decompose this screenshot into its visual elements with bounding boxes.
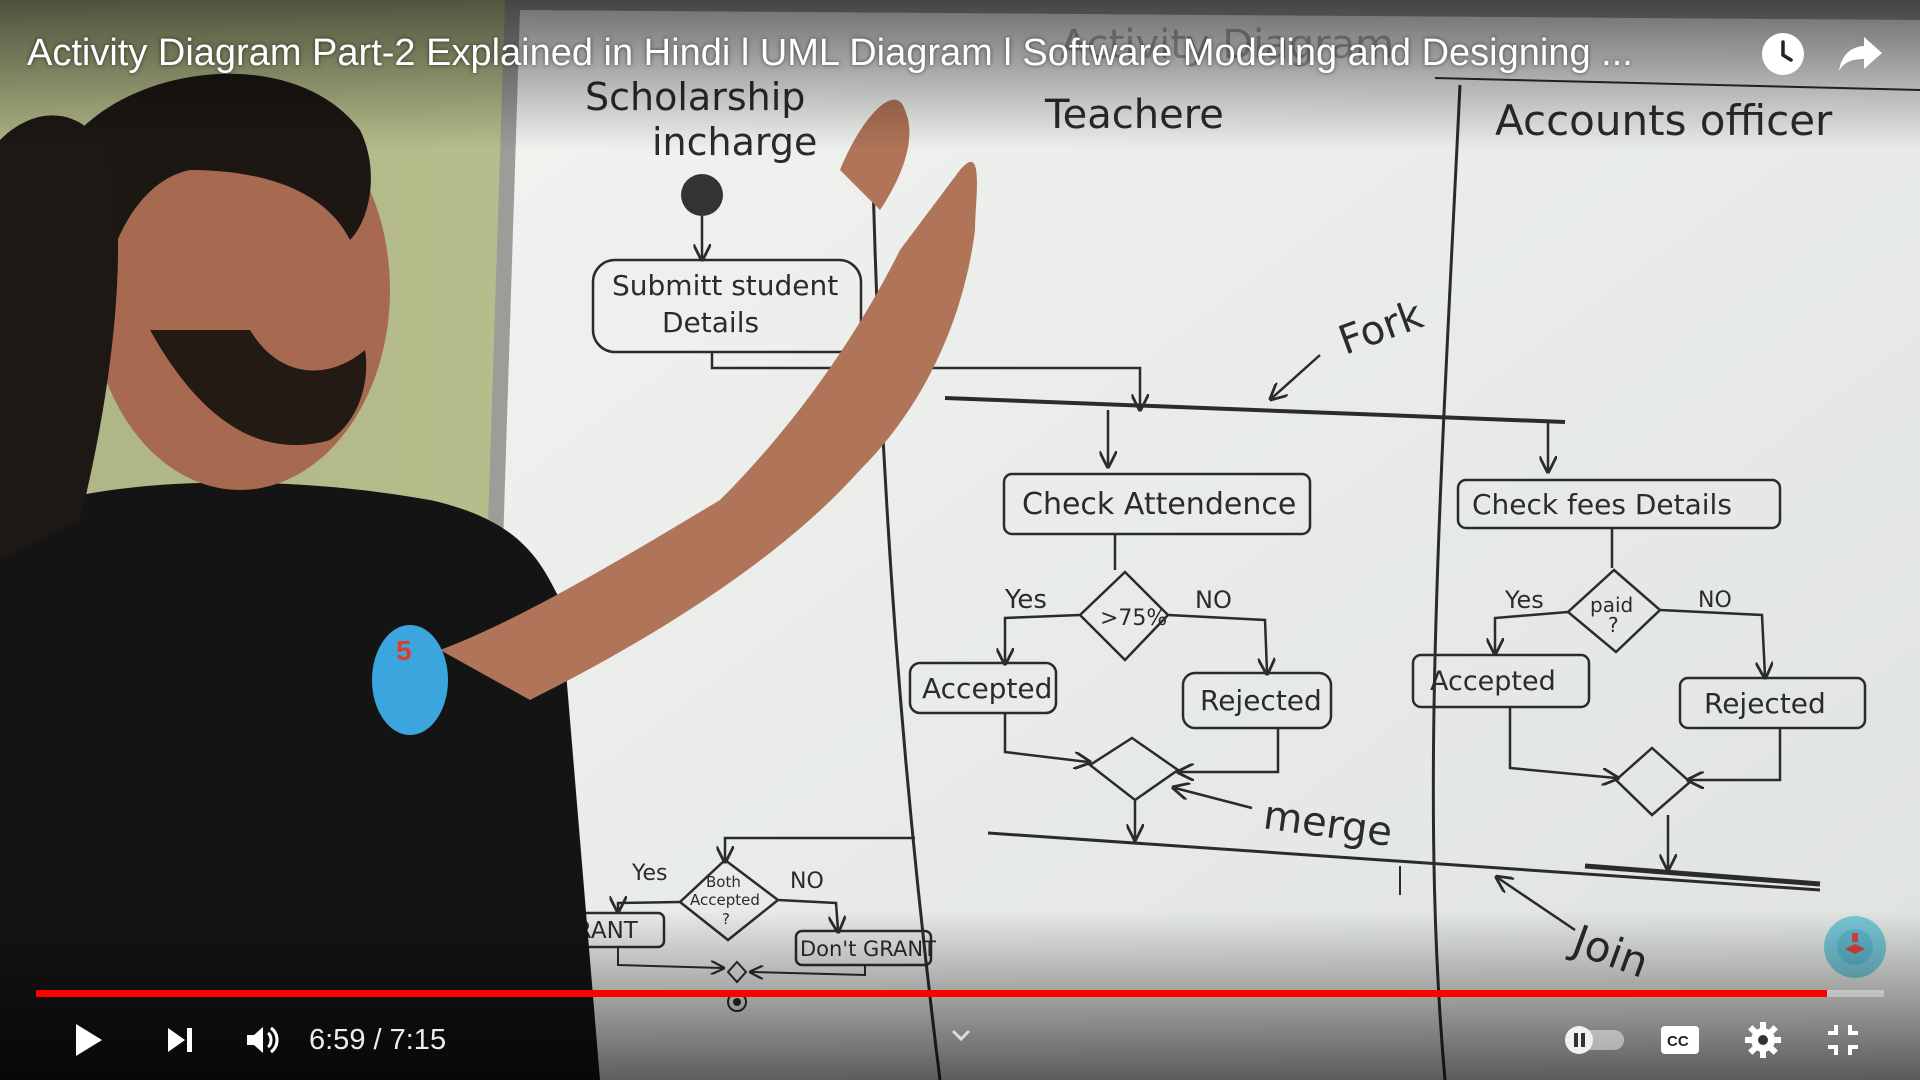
initial-node	[681, 174, 723, 216]
lane-label-scholarship: Scholarship	[585, 75, 805, 119]
svg-text:CC: CC	[1667, 1033, 1689, 1050]
exit-fullscreen-icon	[1828, 1025, 1858, 1055]
node-dont-grant-label: Don't GRANT	[800, 937, 936, 961]
node-check-attendance-label: Check Attendence	[1022, 487, 1296, 522]
lane-label-accounts: Accounts officer	[1495, 96, 1833, 145]
node-submit-label-2: Details	[662, 306, 759, 339]
duration: 7:15	[389, 1024, 447, 1056]
lane-label-scholarship-2: incharge	[652, 120, 817, 164]
node-accepted-teacher	[908, 661, 1058, 715]
play-button[interactable]	[60, 1012, 116, 1068]
video-title[interactable]: Activity Diagram Part-2 Explained in Hin…	[27, 32, 1633, 74]
decision-both-label-1: Both	[706, 873, 741, 891]
chevron-down-icon[interactable]	[946, 1020, 976, 1050]
clock-icon[interactable]	[1757, 28, 1809, 80]
decision-attendance-label: >75%	[1100, 606, 1167, 631]
node-submit-label-1: Submitt student	[612, 269, 838, 302]
node-rejected-teacher	[1181, 671, 1333, 730]
node-check-fees	[1456, 478, 1782, 530]
label-no-3: NO	[790, 869, 824, 894]
progress-played	[36, 990, 1827, 997]
volume-button[interactable]	[234, 1012, 290, 1068]
current-time: 6:59	[309, 1024, 366, 1056]
decision-both-label-2: Accepted	[690, 891, 760, 909]
progress-bar[interactable]	[36, 990, 1884, 997]
node-check-attendance	[1002, 472, 1312, 536]
label-yes-2: Yes	[1504, 586, 1544, 614]
shirt-badge-number: 5	[396, 635, 412, 666]
node-check-fees-label: Check fees Details	[1472, 488, 1732, 521]
captions-icon: CC	[1661, 1026, 1699, 1054]
label-yes-3: Yes	[631, 861, 668, 886]
fork-bar	[944, 396, 1566, 424]
autoplay-toggle[interactable]	[1560, 1012, 1630, 1068]
time-display: 6:59 / 7:15	[309, 1018, 446, 1062]
node-rejected-accounts	[1678, 676, 1867, 730]
node-accepted-teacher-label: Accepted	[922, 672, 1052, 705]
node-rejected-accounts-label: Rejected	[1704, 687, 1826, 720]
time-separator: /	[365, 1024, 390, 1056]
shirt-badge	[372, 625, 448, 735]
decision-attendance	[1078, 570, 1170, 662]
merge-node-accounts	[1614, 746, 1692, 817]
watermark-logo-icon	[1837, 929, 1873, 965]
next-icon	[168, 1028, 192, 1052]
captions-button[interactable]: CC	[1652, 1012, 1708, 1068]
decision-paid-label-1: paid	[1590, 593, 1633, 617]
decision-paid-label-2: ?	[1608, 613, 1619, 637]
node-rejected-teacher-label: Rejected	[1200, 684, 1322, 717]
settings-button[interactable]	[1735, 1012, 1791, 1068]
label-no-1: NO	[1195, 586, 1232, 614]
node-accepted-accounts-label: Accepted	[1430, 666, 1556, 697]
decision-paid	[1566, 568, 1662, 654]
decision-both-label-3: ?	[722, 910, 730, 928]
play-icon	[76, 1024, 102, 1056]
volume-icon	[247, 1026, 279, 1054]
fullscreen-button[interactable]	[1815, 1012, 1871, 1068]
gear-icon	[1745, 1022, 1781, 1058]
node-accepted-accounts	[1411, 653, 1591, 709]
node-submit-details	[591, 258, 863, 354]
share-icon[interactable]	[1835, 28, 1887, 80]
join-bar	[987, 831, 1821, 892]
lane-label-teacher: Teachere	[1044, 92, 1224, 138]
next-button[interactable]	[152, 1012, 208, 1068]
label-yes-1: Yes	[1004, 585, 1047, 615]
autoplay-toggle-icon	[1565, 1026, 1624, 1054]
channel-watermark[interactable]	[1824, 916, 1886, 978]
label-no-2: NO	[1698, 588, 1732, 613]
